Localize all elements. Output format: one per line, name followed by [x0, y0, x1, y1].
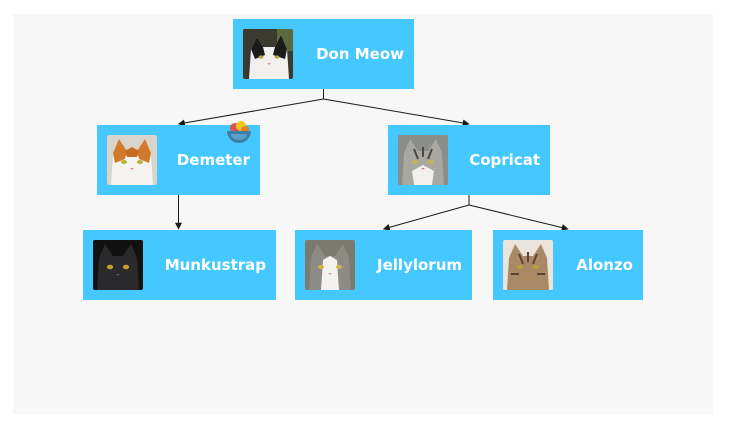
- connector-link-alonzo: [468, 204, 569, 231]
- node-name-label: Copricat: [469, 151, 540, 169]
- node-name-label: Alonzo: [576, 256, 633, 274]
- cat-photo-orange-white: [107, 135, 157, 185]
- org-node-don-meow[interactable]: Don Meow: [233, 19, 414, 89]
- node-name-label: Jellylorum: [377, 256, 462, 274]
- cat-photo-gray-white: [305, 240, 355, 290]
- node-name-label: Demeter: [176, 151, 250, 169]
- cat-photo-brown-tabby: [503, 240, 553, 290]
- org-node-jellylorum[interactable]: Jellylorum: [295, 230, 472, 300]
- org-node-demeter[interactable]: Demeter: [97, 121, 260, 195]
- node-name-label: Munkustrap: [164, 256, 266, 274]
- connector-link-jellylorum: [382, 204, 470, 231]
- connector-link-copricat: [323, 98, 470, 127]
- cat-photo-black-white: [243, 29, 293, 79]
- cat-photo-gray-tabby: [398, 135, 448, 185]
- node-name-label: Don Meow: [316, 45, 404, 63]
- fruit-bowl-icon: [227, 121, 251, 143]
- org-node-alonzo[interactable]: Alonzo: [493, 230, 643, 300]
- connector-link-demeter: [177, 98, 324, 127]
- org-node-copricat[interactable]: Copricat: [388, 125, 550, 195]
- org-node-munkustrap[interactable]: Munkustrap: [83, 230, 276, 300]
- cat-photo-black: [93, 240, 143, 290]
